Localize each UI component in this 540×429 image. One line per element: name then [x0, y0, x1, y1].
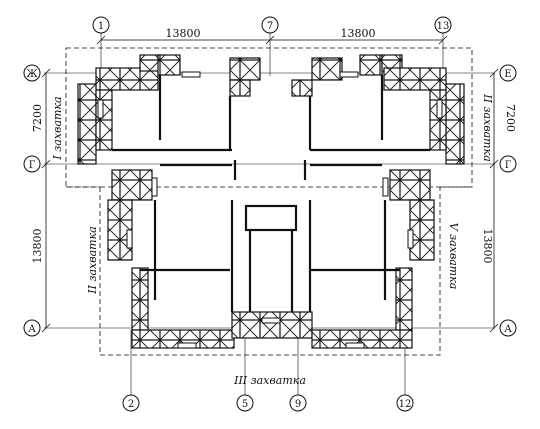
zone-label-2: II захватка [481, 93, 494, 161]
axis-label-left-g: Г [29, 160, 36, 171]
dimension-right-upper: 7200 [504, 104, 517, 132]
axis-label-top-7: 7 [267, 21, 273, 32]
zone-label-3: III захватка [233, 374, 306, 387]
dimension-top-left: 13800 [166, 27, 201, 40]
zone-label-4: II захватка [86, 226, 99, 294]
zone-outlines [65, 47, 473, 356]
axis-label-right-a: А [504, 324, 512, 335]
wall-blocks [77, 54, 465, 349]
dimension-left-lower: 13800 [31, 229, 44, 264]
dimension-left-upper: 7200 [31, 104, 44, 132]
axis-label-top-13: 13 [437, 21, 450, 32]
axis-label-bottom-2: 2 [128, 399, 134, 410]
dimension-top-right: 13800 [341, 27, 376, 40]
zone-label-1: I захватка [51, 96, 64, 160]
dimension-lines [41, 35, 499, 333]
axis-label-bottom-9: 9 [295, 399, 301, 410]
axis-label-bottom-5: 5 [242, 399, 248, 410]
axis-label-right-g: Г [505, 160, 512, 171]
axis-bubbles [23, 16, 517, 412]
partition-walls [112, 75, 430, 312]
axis-label-bottom-12: 12 [399, 399, 412, 410]
axis-label-left-zh: Ж [26, 69, 38, 80]
axis-label-top-1: 1 [98, 21, 104, 32]
zone-labels: I захватка II захватка II захватка V зах… [51, 93, 494, 387]
dimension-labels: 13800 13800 7200 13800 7200 13800 [31, 27, 517, 264]
window-markers [97, 71, 443, 349]
axis-labels: 1 7 13 Ж Е Г Г А А 2 5 9 12 [26, 21, 512, 410]
axis-label-left-a: А [28, 324, 36, 335]
axis-label-right-e: Е [504, 69, 511, 80]
zone-label-5: V захватка [447, 223, 460, 290]
dimension-right-lower: 13800 [481, 229, 494, 264]
